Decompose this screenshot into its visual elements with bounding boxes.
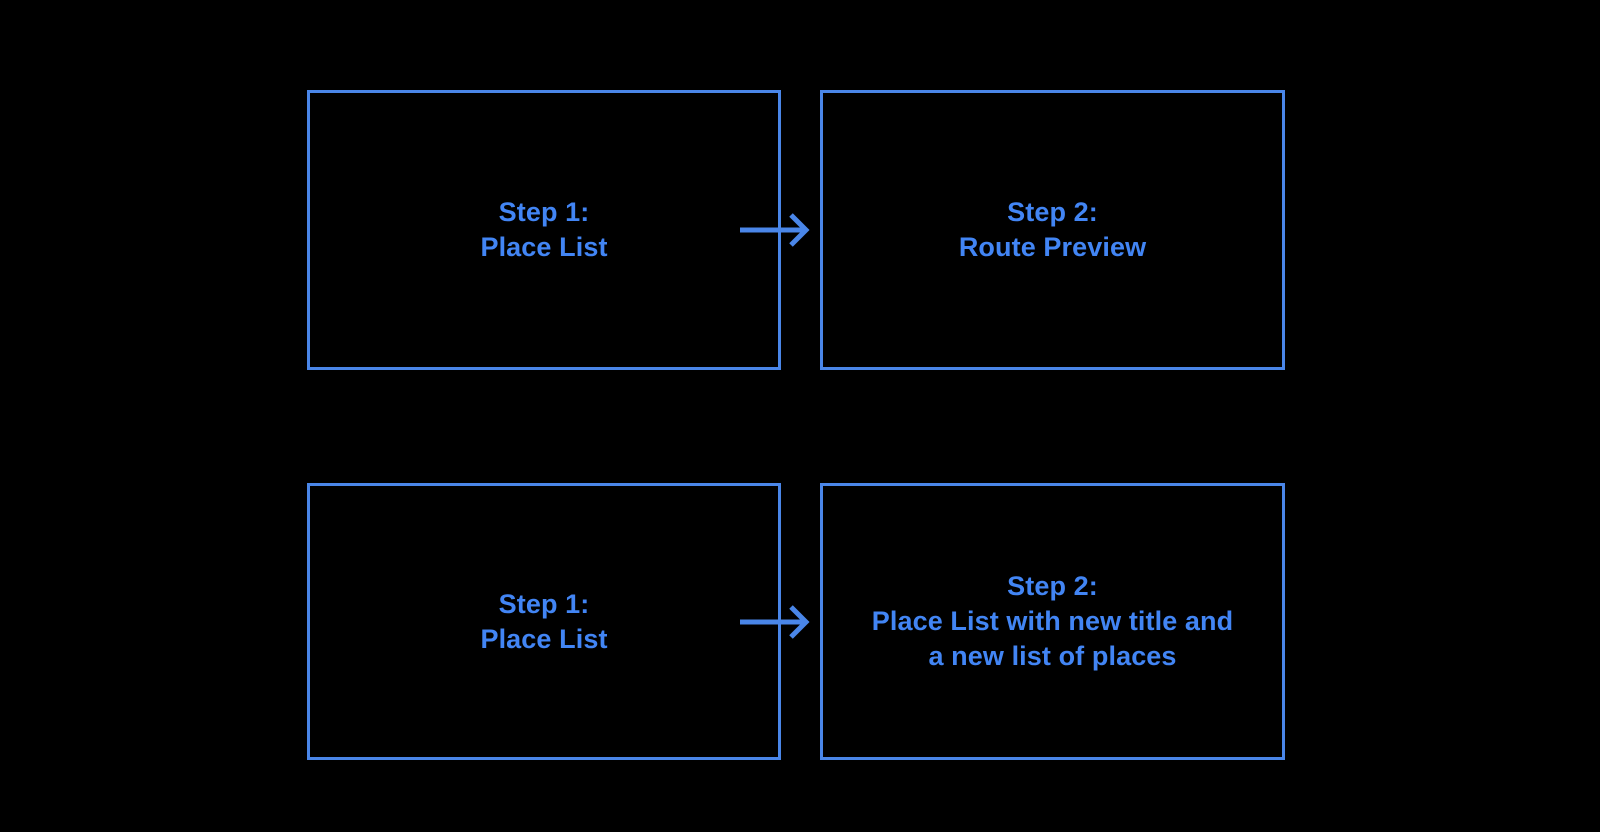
flow-node-label: Step 2: Route Preview — [958, 197, 1147, 262]
flow-node-label: Step 1: Place List — [480, 588, 608, 654]
flow-node-step2-place-list-updated[interactable]: Step 2: Place List with new title and a … — [820, 483, 1285, 760]
flow-node-label: Step 2: Place List with new title and a … — [871, 571, 1234, 671]
flow-row-place-list-update: Step 1: Place List Step 2: Place List wi… — [0, 483, 1600, 760]
flow-node-step2-route-preview[interactable]: Step 2: Route Preview — [820, 90, 1285, 370]
flow-node-step1-place-list[interactable]: Step 1: Place List — [307, 90, 781, 370]
flow-node-label: Step 1: Place List — [480, 197, 608, 262]
flow-row-route-preview: Step 1: Place List Step 2: Route Preview — [0, 90, 1600, 370]
flow-node-step1-place-list-2[interactable]: Step 1: Place List — [307, 483, 781, 760]
